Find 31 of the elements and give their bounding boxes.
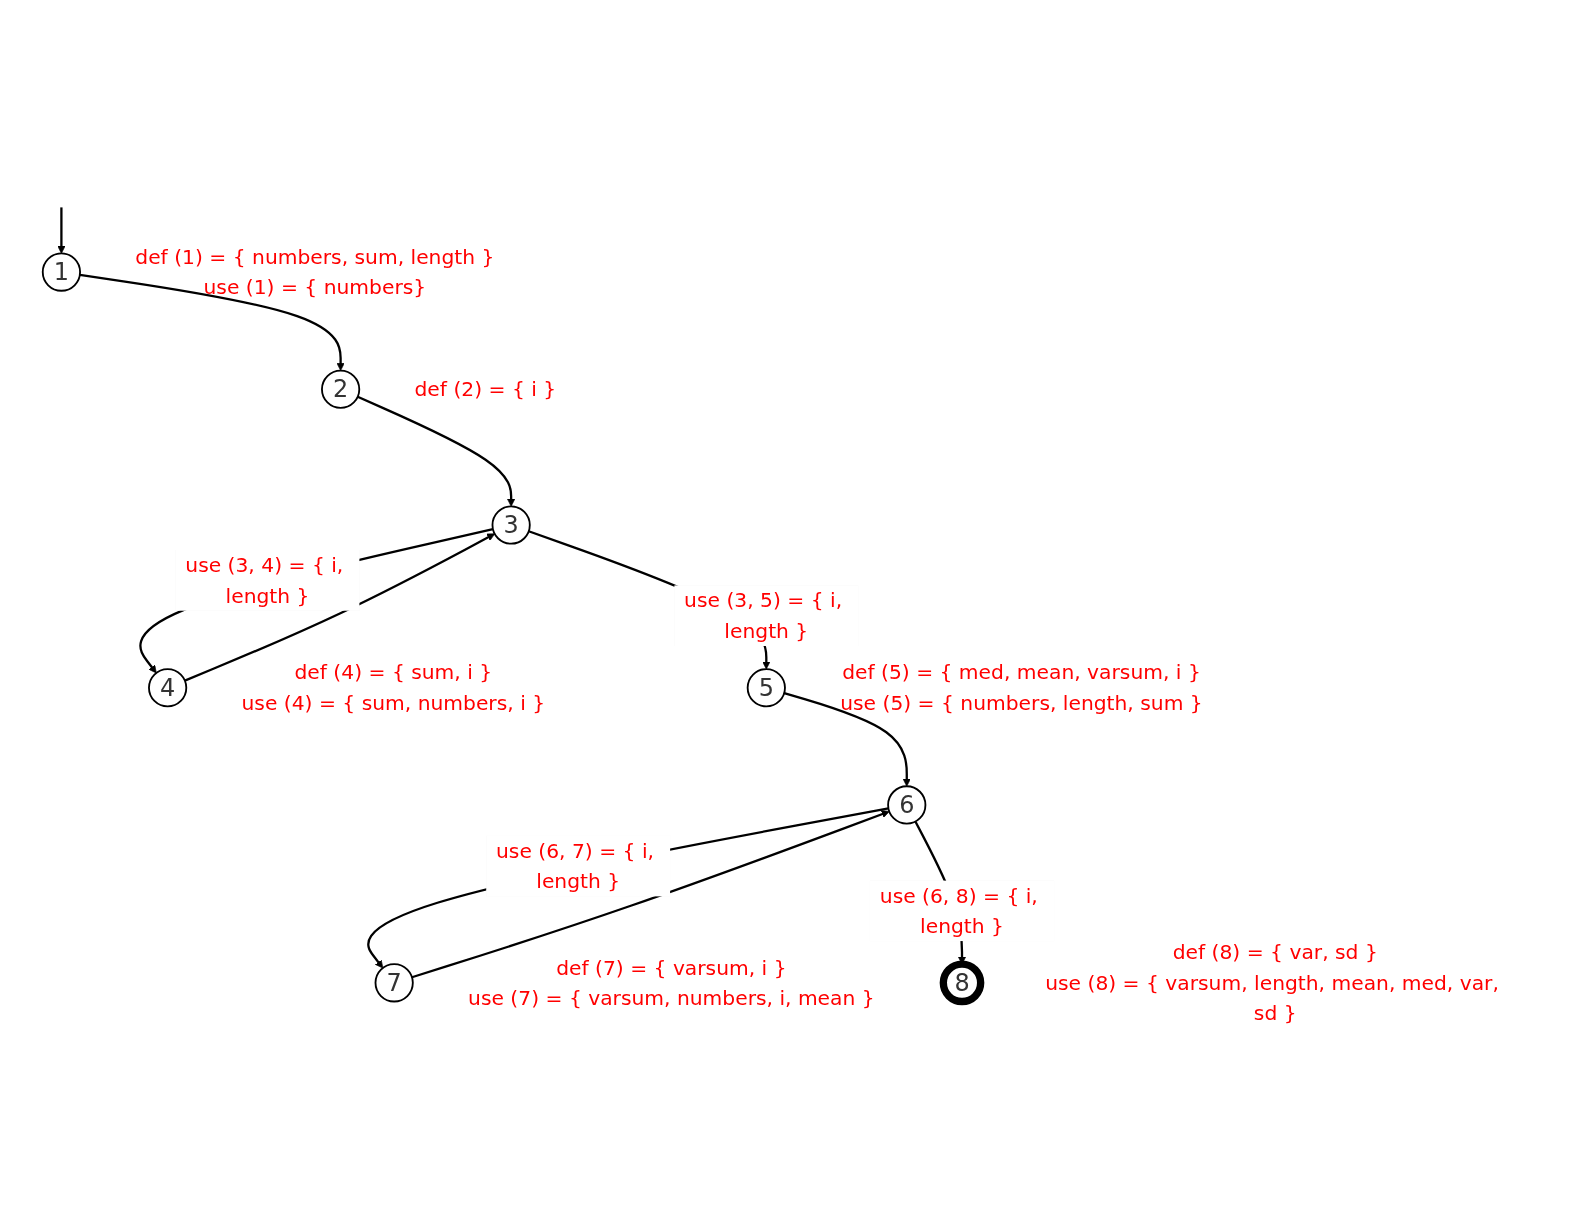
node-label: use (8) = { varsum, length, mean, med, var, sd } — [1044, 970, 1499, 1025]
node-label: def (8) = { var, sd } — [1172, 940, 1378, 964]
arrow — [138, 527, 493, 673]
edge-label: use (3, 4) = { i, length } — [184, 553, 343, 607]
arrow — [183, 533, 495, 682]
arrow — [411, 809, 890, 978]
node-label: use (4) = { sum, numbers, i } — [241, 690, 545, 714]
node-label: def (2) = { i } — [414, 377, 556, 401]
arrow — [56, 206, 65, 254]
node-label: def (7) = { varsum, i } — [555, 955, 787, 979]
node-circle: 7 — [374, 962, 414, 1002]
node-label: use (1) = { numbers} — [203, 275, 426, 299]
node-label: def (4) = { sum, i } — [293, 660, 492, 684]
node-circle: 4 — [147, 667, 187, 707]
node-circle: 1 — [41, 252, 81, 292]
node-circle: 5 — [746, 667, 786, 707]
node-circle: 6 — [886, 784, 926, 825]
node-label: use (5) = { numbers, length, sum } — [839, 690, 1203, 714]
arrow — [366, 806, 889, 968]
node-label: def (1) = { numbers, sum, length } — [134, 244, 494, 268]
arrow — [356, 395, 515, 507]
edge-label: use (3, 5) = { i, length } — [683, 588, 842, 642]
node-label: def (5) = { med, mean, varsum, i } — [841, 660, 1201, 684]
node-circle: 3 — [491, 504, 531, 545]
node-circle: 8 — [939, 960, 984, 1005]
node-circle: 2 — [320, 369, 360, 409]
arrow — [783, 691, 911, 787]
edge-label: use (6, 8) = { i, length } — [879, 883, 1038, 938]
edge-label: use (6, 7) = { i, length } — [495, 839, 654, 893]
node-label: use (7) = { varsum, numbers, i, mean } — [467, 986, 875, 1010]
arrow — [79, 273, 345, 371]
